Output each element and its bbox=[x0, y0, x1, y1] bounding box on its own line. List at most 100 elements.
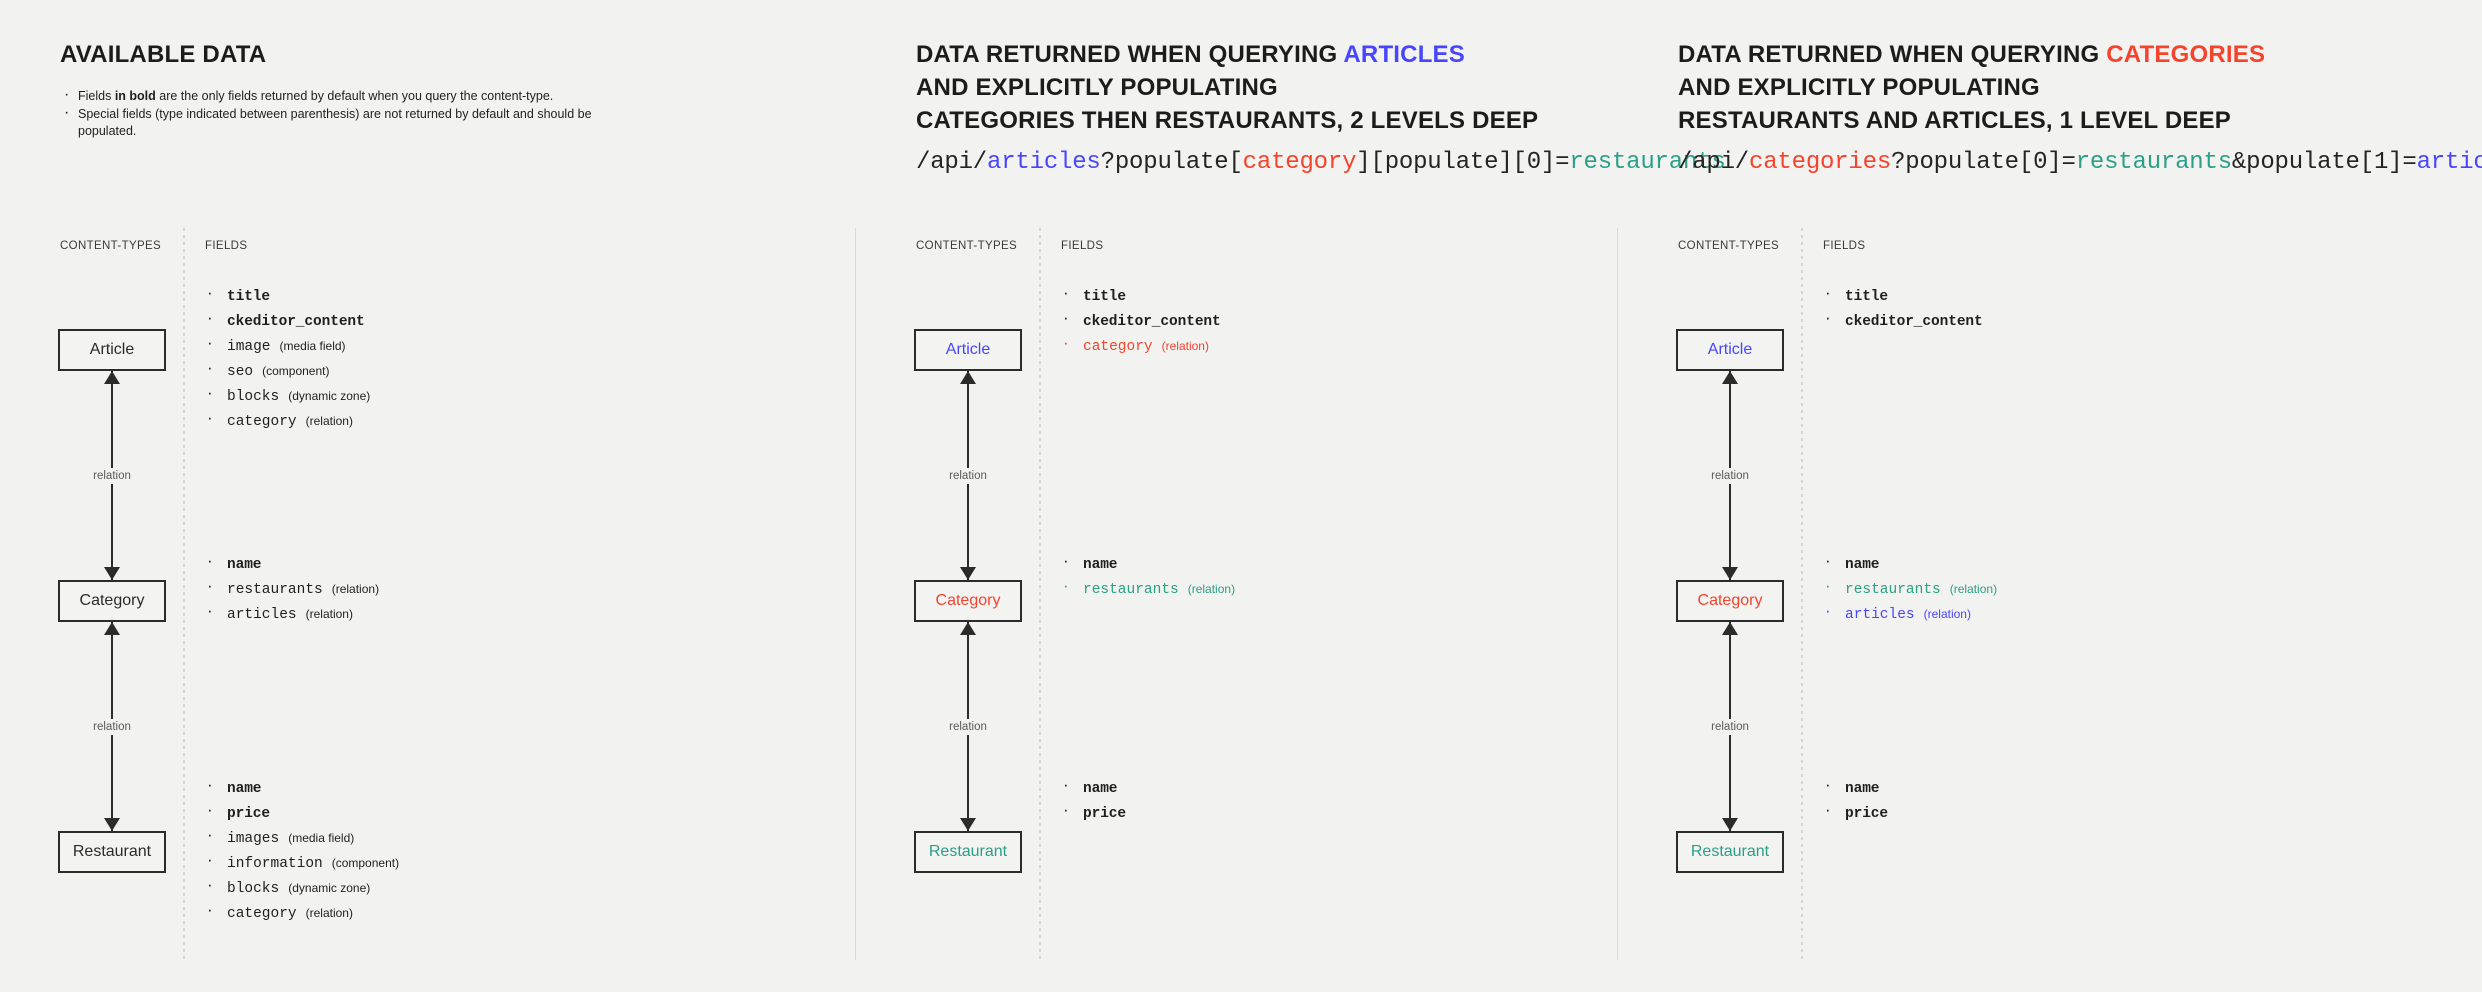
query-segment: restaurants bbox=[1569, 149, 1726, 176]
field-name: price bbox=[227, 806, 271, 822]
arrowhead-up-icon bbox=[960, 622, 976, 635]
field-type: (relation) bbox=[331, 582, 380, 596]
entity-box-restaurant: Restaurant bbox=[914, 831, 1022, 873]
field-item: information (component) bbox=[205, 852, 400, 872]
field-name: category bbox=[227, 414, 297, 430]
arrowhead-up-icon bbox=[104, 371, 120, 384]
field-name: seo bbox=[227, 364, 254, 380]
field-type: (component) bbox=[331, 856, 400, 870]
arrowhead-down-icon bbox=[104, 818, 120, 831]
relation-arrow-category-restaurant: relation bbox=[70, 622, 154, 831]
field-item: articles(relation) bbox=[205, 603, 379, 623]
entity-box-restaurant: Restaurant bbox=[58, 831, 166, 873]
field-item: blocks(dynamic zone) bbox=[205, 877, 399, 897]
entity-box-category: Category bbox=[58, 580, 166, 622]
fields-caption: FIELDS bbox=[1823, 240, 1866, 252]
field-item: category (relation) bbox=[205, 902, 399, 922]
field-item: name bbox=[205, 553, 379, 573]
field-name: category bbox=[1083, 339, 1153, 355]
field-name: name bbox=[227, 781, 262, 797]
field-name: name bbox=[1845, 781, 1880, 797]
relation-arrow-category-restaurant: relation bbox=[1688, 622, 1772, 831]
field-item: name bbox=[1061, 553, 1235, 573]
relation-label: relation bbox=[926, 467, 1010, 484]
arrowhead-up-icon bbox=[104, 622, 120, 635]
relation-label: relation bbox=[1688, 718, 1772, 735]
field-name: ckeditor_content bbox=[1083, 314, 1221, 330]
field-type: (relation) bbox=[1161, 339, 1209, 353]
field-item: image(media field) bbox=[205, 335, 370, 355]
field-type: (relation) bbox=[1949, 582, 1998, 596]
field-name: category bbox=[227, 906, 297, 922]
relation-arrow-article-category: relation bbox=[1688, 371, 1772, 580]
entity-box-category: Category bbox=[1676, 580, 1784, 622]
field-name: price bbox=[1083, 806, 1127, 822]
panel-query-categories: DATA RETURNED WHEN QUERYING CATEGORIES A… bbox=[1618, 0, 2482, 992]
panel-separator bbox=[1617, 228, 1618, 960]
arrowhead-down-icon bbox=[1722, 818, 1738, 831]
query-segment: ?populate[ bbox=[1100, 149, 1243, 176]
arrowhead-down-icon bbox=[960, 567, 976, 580]
field-item: ckeditor_content bbox=[205, 310, 370, 330]
content-types-caption: CONTENT-TYPES bbox=[916, 240, 1018, 252]
field-name: restaurants bbox=[1845, 582, 1941, 598]
field-name: information bbox=[227, 856, 323, 872]
field-type: (dynamic zone) bbox=[288, 389, 371, 403]
field-name: name bbox=[1083, 557, 1118, 573]
entity-box-restaurant: Restaurant bbox=[1676, 831, 1784, 873]
field-name: name bbox=[1083, 781, 1118, 797]
fields-caption: FIELDS bbox=[205, 240, 248, 252]
field-name: blocks bbox=[227, 389, 280, 405]
field-name: title bbox=[1083, 289, 1127, 305]
field-list-article: title ckeditor_content category (relation) bbox=[1061, 285, 1221, 363]
field-list-restaurant: name price bbox=[1061, 777, 1127, 830]
arrowhead-down-icon bbox=[960, 818, 976, 831]
arrowhead-up-icon bbox=[960, 371, 976, 384]
column-divider bbox=[1039, 228, 1041, 960]
title-segment: AND EXPLICITLY POPULATING CATEGORIES THE… bbox=[916, 74, 1539, 134]
field-item: price bbox=[1061, 802, 1127, 822]
legend-note-list: Fields in bold are the only fields retur… bbox=[62, 86, 642, 141]
arrowhead-up-icon bbox=[1722, 371, 1738, 384]
title-segment: DATA RETURNED WHEN QUERYING bbox=[1678, 41, 2107, 68]
field-item: price bbox=[1823, 802, 1888, 822]
field-type: (relation) bbox=[305, 906, 353, 920]
title-segment: CATEGORIES bbox=[2106, 41, 2266, 68]
field-item: ckeditor_content bbox=[1061, 310, 1221, 330]
query-segment: articles bbox=[987, 149, 1101, 176]
field-list-article: titleckeditor_content bbox=[1823, 285, 1983, 338]
field-name: images bbox=[227, 831, 280, 847]
legend-note-emphasis: in bold bbox=[114, 89, 156, 103]
title-segment: ARTICLES bbox=[1343, 41, 1465, 68]
field-type: (media field) bbox=[279, 339, 346, 353]
field-type: (media field) bbox=[288, 831, 355, 845]
relation-label: relation bbox=[1688, 467, 1772, 484]
field-item: images (media field) bbox=[205, 827, 399, 847]
panel-title: DATA RETURNED WHEN QUERYING CATEGORIES A… bbox=[1678, 38, 2265, 137]
arrowhead-down-icon bbox=[104, 567, 120, 580]
query-segment: articles bbox=[2416, 149, 2482, 176]
column-divider bbox=[1801, 228, 1803, 960]
field-item: restaurants (relation) bbox=[1823, 578, 1998, 598]
field-name: name bbox=[1845, 557, 1880, 573]
relation-label: relation bbox=[70, 467, 154, 484]
query-segment: ?populate[0]= bbox=[1891, 149, 2076, 176]
entity-box-article: Article bbox=[58, 329, 166, 371]
api-query-string: /api/articles?populate[category][populat… bbox=[916, 148, 1726, 178]
field-list-category: namerestaurants(relation)articles(relati… bbox=[205, 553, 380, 631]
query-segment: /api/ bbox=[916, 149, 988, 176]
query-segment: /api/ bbox=[1678, 149, 1750, 176]
field-item: title bbox=[1061, 285, 1221, 305]
legend-note: Fields in bold are the only fields retur… bbox=[62, 86, 642, 106]
field-item: name bbox=[1061, 777, 1126, 797]
field-name: title bbox=[1845, 289, 1889, 305]
content-types-caption: CONTENT-TYPES bbox=[1678, 240, 1780, 252]
panel-title: DATA RETURNED WHEN QUERYING ARTICLES AND… bbox=[916, 38, 1538, 137]
field-name: title bbox=[227, 289, 271, 305]
field-item: seo(component) bbox=[205, 360, 370, 380]
relation-arrow-article-category: relation bbox=[70, 371, 154, 580]
query-segment: &populate[1]= bbox=[2231, 149, 2417, 176]
entity-box-article: Article bbox=[914, 329, 1022, 371]
field-name: articles bbox=[227, 607, 297, 623]
query-segment: categories bbox=[1749, 149, 1892, 176]
